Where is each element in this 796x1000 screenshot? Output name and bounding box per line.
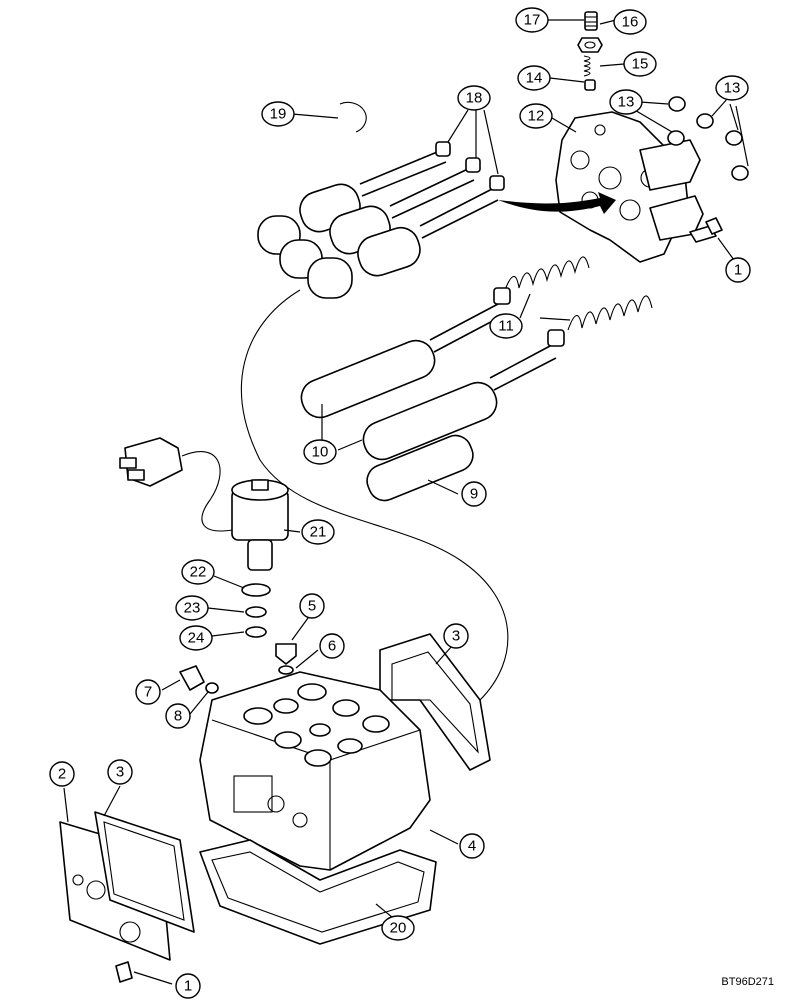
callout-label: 4 [468,838,476,855]
callout-8: 8 [165,703,191,729]
valve-spool-parts [300,287,565,461]
figure-reference-code: BT96D271 [721,976,774,988]
assembly-guide-line [240,289,509,701]
o-ring-parts [241,583,271,638]
callout-label: 11 [498,318,514,335]
direction-arrow [498,192,616,214]
callout-1: 1 [175,973,201,999]
callout-18: 18 [457,85,491,111]
callout-5: 5 [299,593,325,619]
callout-label: 24 [188,630,205,647]
callout-label: 7 [144,684,152,701]
callout-label: 5 [308,598,316,615]
callout-23: 23 [175,595,209,621]
callout-3: 3 [443,623,469,649]
callout-19: 19 [261,101,295,127]
callout-label: 3 [452,628,460,645]
callout-label: 10 [312,444,329,461]
callout-label: 1 [734,262,742,279]
callout-14: 14 [517,65,551,91]
spacer-part [584,79,596,91]
callout-11: 11 [489,313,523,339]
solenoid-part [119,437,289,571]
callout-label: 15 [632,56,649,73]
callout-label: 12 [528,108,545,125]
stud-part [584,11,598,31]
spool-assembly-parts [257,141,505,299]
callout-7: 7 [135,679,161,705]
spring-parts [504,256,653,331]
callout-13: 13 [609,89,643,115]
callout-15: 15 [623,51,657,77]
gasket-lower-part [199,839,437,945]
cap-screw-part [689,217,723,243]
gasket-left-part [94,811,195,933]
callout-13: 13 [715,75,749,101]
callout-label: 22 [190,564,207,581]
spring-small-part [583,55,591,77]
callout-label: 20 [390,920,407,937]
callout-label: 8 [174,708,182,725]
valve-body-part [199,671,431,871]
snap-ring-part [339,101,367,133]
callout-label: 9 [470,486,478,503]
callout-label: 13 [618,94,635,111]
nut-part [577,37,603,53]
callout-16: 16 [613,9,647,35]
callout-2: 2 [49,761,75,787]
callout-24: 24 [179,625,213,651]
callout-22: 22 [181,559,215,585]
screw-lower-part [115,961,133,983]
callout-6: 6 [319,633,345,659]
callout-9: 9 [461,481,487,507]
callout-label: 23 [184,600,201,617]
callout-label: 16 [622,14,639,31]
callout-label: 3 [116,764,124,781]
callout-17: 17 [515,7,549,33]
leader-lines [63,19,749,985]
callout-3: 3 [107,759,133,785]
callout-1: 1 [725,257,751,283]
callout-20: 20 [381,915,415,941]
plug-parts [667,96,749,181]
callout-label: 19 [270,106,287,123]
callout-4: 4 [459,833,485,859]
callout-label: 13 [724,80,741,97]
plug-5-part [275,643,297,675]
callout-10: 10 [303,439,337,465]
callout-label: 14 [526,70,543,87]
plug-7-part [179,665,219,694]
callout-label: 21 [310,524,327,541]
callout-21: 21 [301,519,335,545]
callout-label: 17 [524,12,541,29]
callout-label: 1 [184,978,192,995]
callout-12: 12 [519,103,553,129]
callout-label: 2 [58,766,66,783]
spool-part [366,434,474,502]
callout-label: 6 [328,638,336,655]
callout-label: 18 [466,90,483,107]
